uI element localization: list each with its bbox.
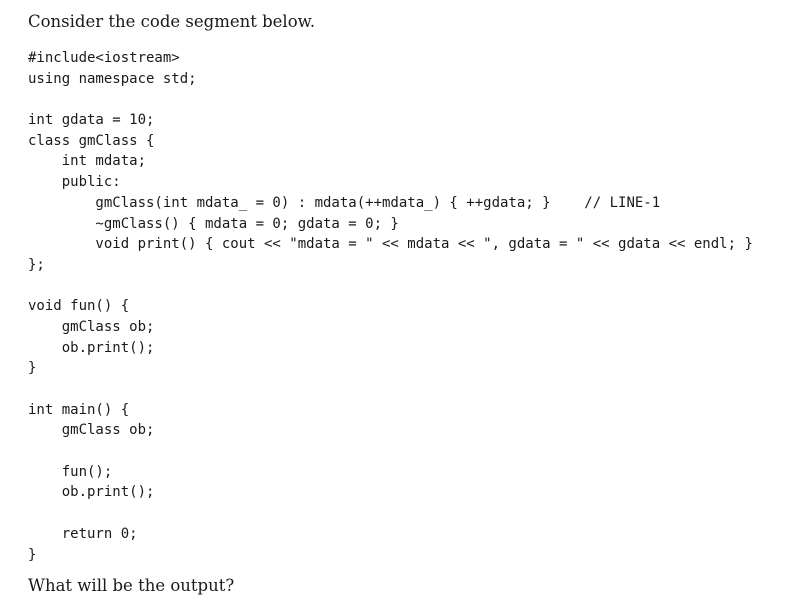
code-line: gmClass ob;: [28, 422, 155, 439]
code-line: };: [28, 256, 45, 273]
code-line: [28, 503, 753, 524]
code-line: [28, 379, 753, 400]
code-line: }: [28, 360, 37, 377]
code-line: ob.print();: [28, 484, 155, 501]
code-line: class gmClass {: [28, 132, 155, 149]
code-line: int mdata;: [28, 153, 147, 170]
code-line: return 0;: [28, 525, 138, 542]
code-block: #include<iostream> using namespace std; …: [28, 48, 753, 565]
code-line: [28, 89, 753, 110]
question-outro: What will be the output?: [28, 576, 235, 595]
code-line: [28, 441, 753, 462]
code-line: ~gmClass() { mdata = 0; gdata = 0; }: [28, 215, 399, 232]
code-line: void fun() {: [28, 298, 130, 315]
code-line: int main() {: [28, 401, 130, 418]
code-line: ob.print();: [28, 339, 155, 356]
code-line: int gdata = 10;: [28, 112, 155, 129]
code-line: [28, 276, 753, 297]
code-line: #include<iostream>: [28, 50, 180, 66]
question-intro: Consider the code segment below.: [28, 12, 316, 31]
code-line: gmClass(int mdata_ = 0) : mdata(++mdata_…: [28, 194, 661, 211]
code-line: fun();: [28, 463, 113, 480]
code-line: gmClass ob;: [28, 318, 155, 335]
code-line: void print() { cout << "mdata = " << mda…: [28, 236, 753, 253]
code-line: public:: [28, 174, 121, 191]
code-line: }: [28, 546, 37, 563]
code-line: using namespace std;: [28, 70, 197, 87]
